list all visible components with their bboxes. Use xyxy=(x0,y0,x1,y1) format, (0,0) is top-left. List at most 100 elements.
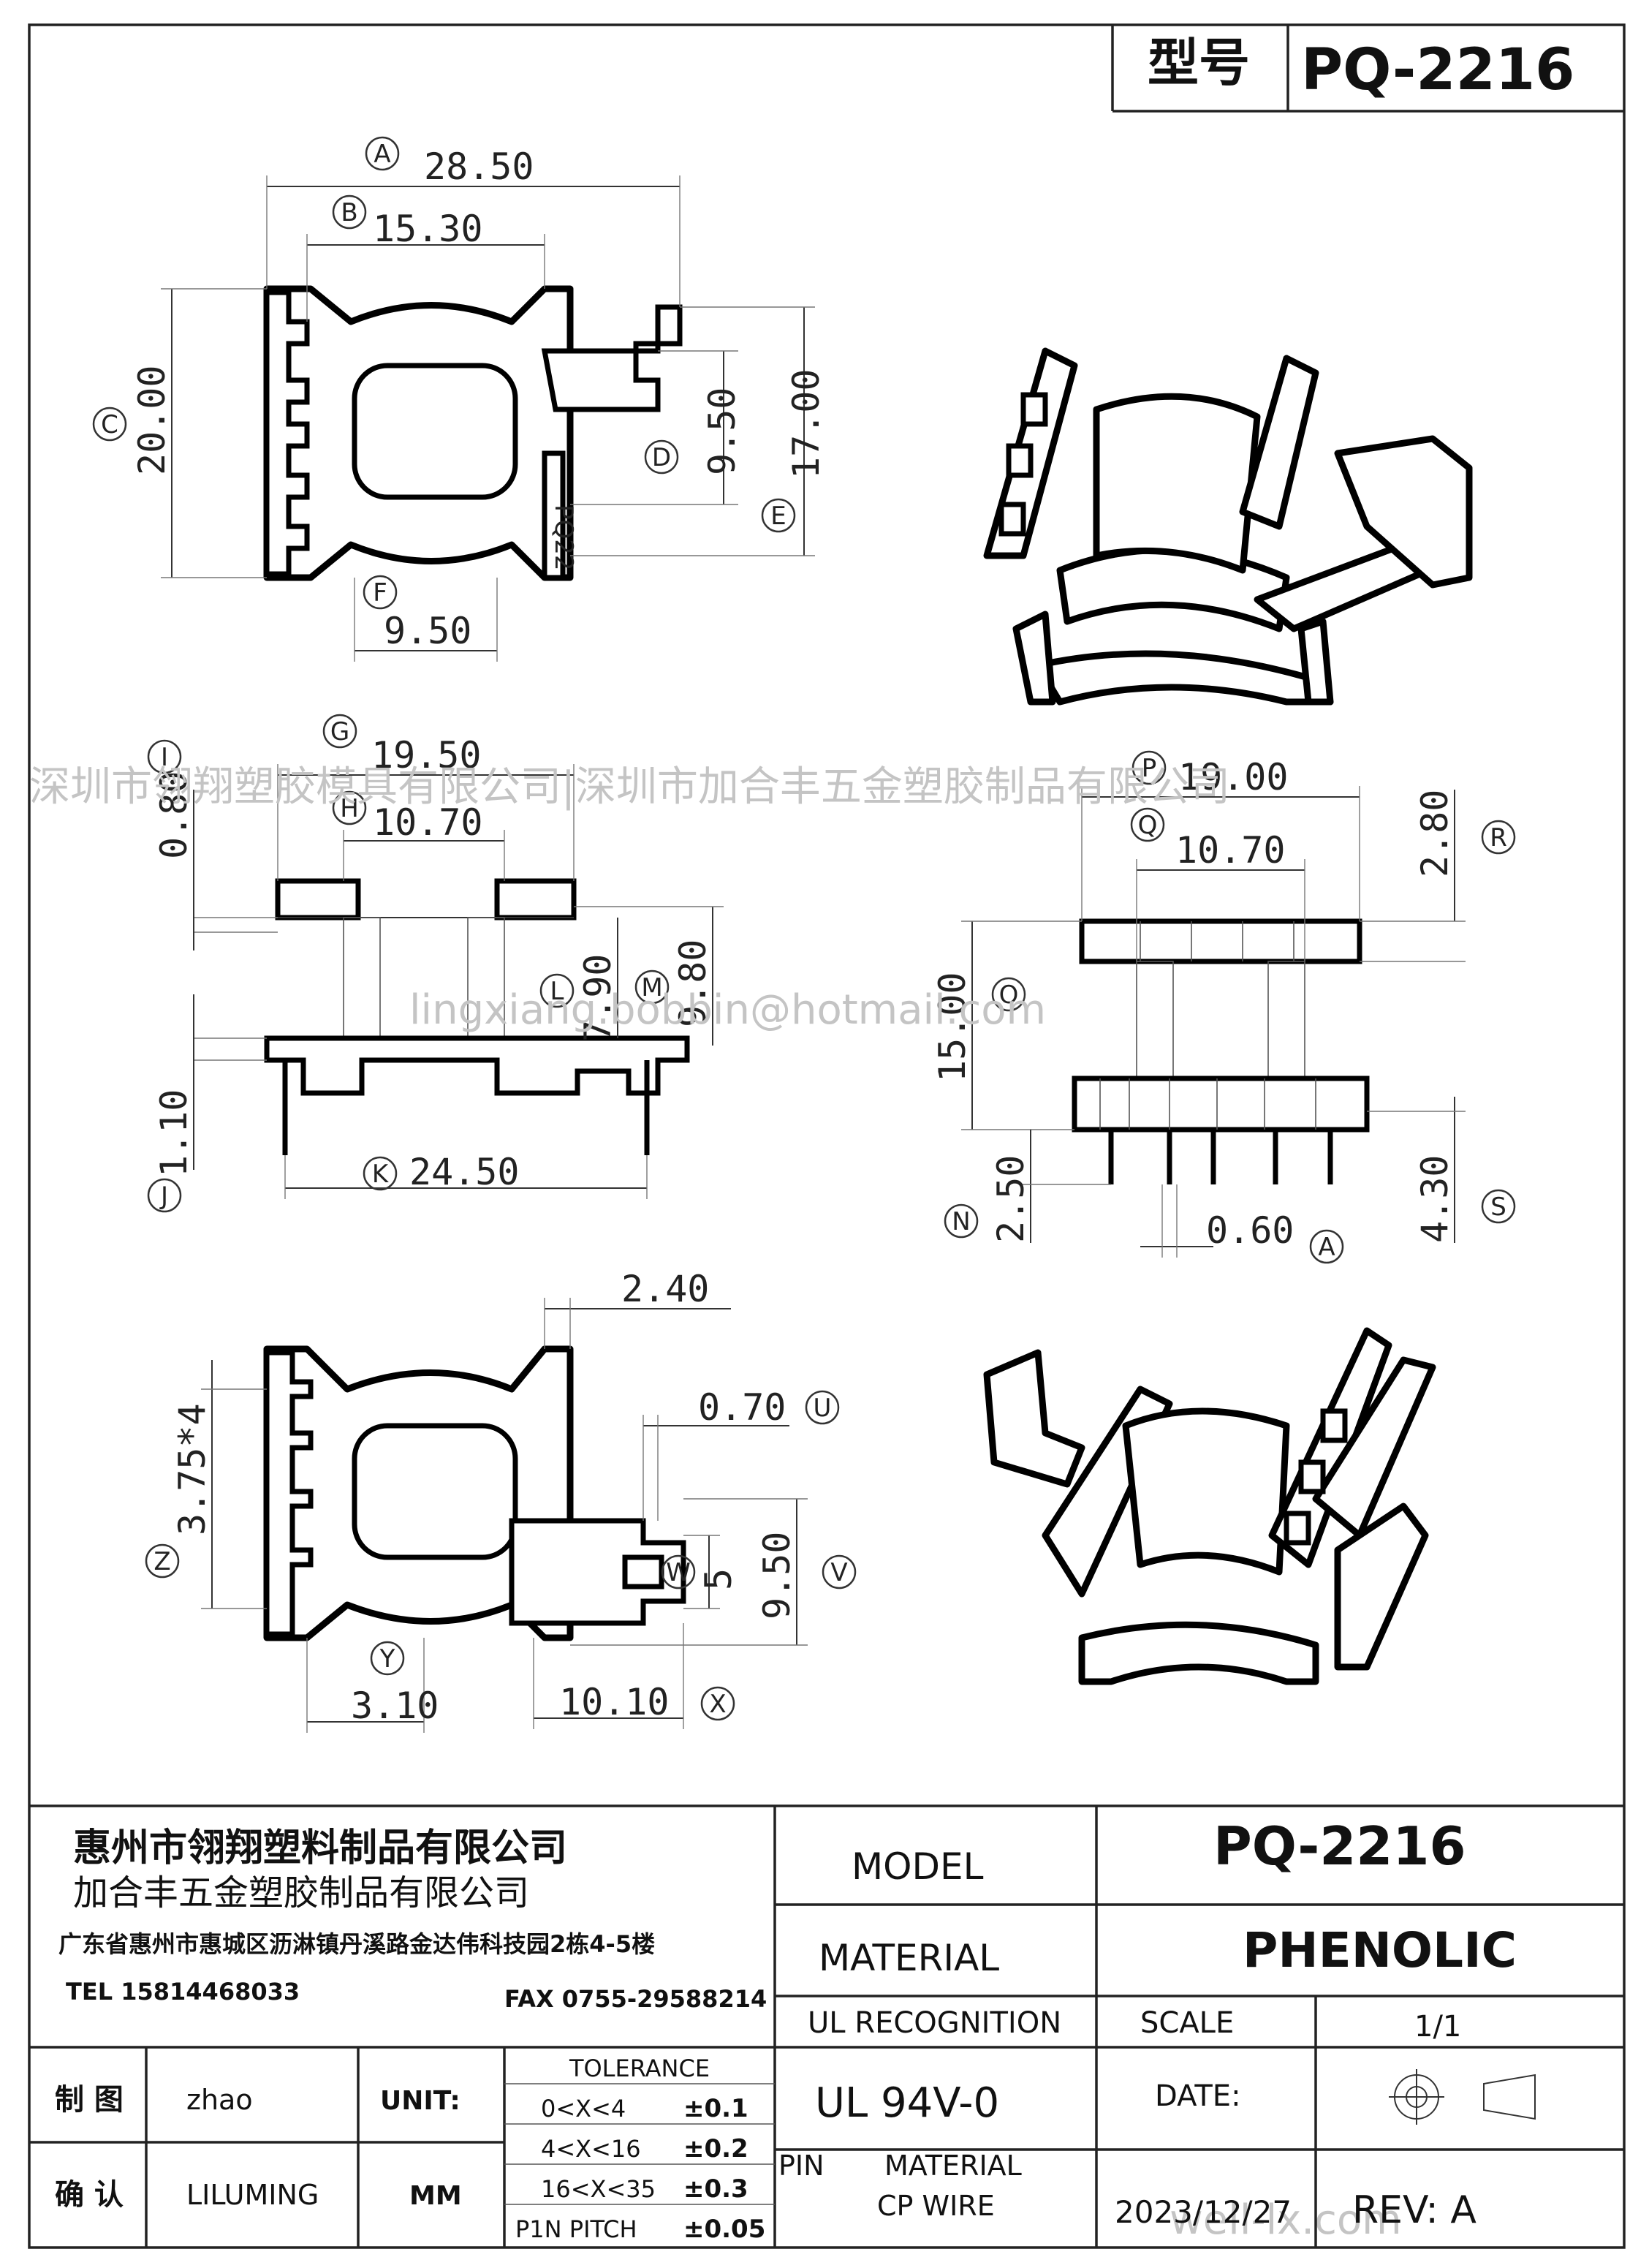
ul-value: UL 94V-0 xyxy=(815,2079,999,2127)
dim-U: 0.70 xyxy=(698,1386,786,1429)
header-model-label: 型号 xyxy=(1148,33,1250,93)
tolerance-value-3: ±0.3 xyxy=(683,2174,748,2204)
tolerance-title: TOLERANCE xyxy=(569,2055,710,2082)
tolerance-value-4: ±0.05 xyxy=(683,2215,765,2244)
unit-value: MM xyxy=(409,2181,462,2211)
svg-text:G: G xyxy=(330,717,349,746)
svg-text:U: U xyxy=(814,1394,832,1423)
svg-text:H: H xyxy=(340,794,359,823)
model-label: MODEL xyxy=(852,1845,984,1888)
svg-text:I: I xyxy=(161,743,168,772)
sheet-border xyxy=(28,23,1626,2249)
watermark-email: lingxiang.bobbin@hotmail.com xyxy=(409,986,1046,1034)
svg-text:C: C xyxy=(101,410,118,439)
dim-P: 19.00 xyxy=(1178,756,1289,798)
svg-text:S: S xyxy=(1490,1192,1506,1222)
tolerance-value-2: ±0.2 xyxy=(683,2134,748,2163)
svg-text:K: K xyxy=(372,1160,390,1189)
top-view: PQ22 A 28.50 B 15.30 C 20.00 D 9.50 E 17… xyxy=(92,136,827,662)
company-address: 广东省惠州市惠城区沥淋镇丹溪路金达伟科技园2栋4-5楼 xyxy=(58,1930,655,1958)
material-label: MATERIAL xyxy=(819,1937,999,1979)
date-value: 2023/12/27 xyxy=(1115,2194,1292,2230)
scale-value: 1/1 xyxy=(1414,2010,1461,2044)
projection-symbol xyxy=(1389,2069,1536,2125)
pin-label: PIN xyxy=(778,2150,824,2182)
dim-H: 10.70 xyxy=(373,801,483,844)
front-view: P 19.00 Q 10.70 R 2.80 O 15.00 N 2.50 S … xyxy=(931,750,1516,1264)
svg-text:Y: Y xyxy=(379,1644,395,1674)
dim-J: 1.10 xyxy=(153,1089,195,1177)
drawn-value: zhao xyxy=(186,2084,253,2116)
dim-S: 4.30 xyxy=(1414,1155,1456,1243)
dim-Y: 3.10 xyxy=(351,1685,439,1727)
header-model-value: PQ-2216 xyxy=(1301,37,1574,103)
ul-label: UL RECOGNITION xyxy=(808,2006,1061,2040)
dim-N: 2.50 xyxy=(990,1155,1032,1243)
bottom-view: 2.40 0.70 U Z 3.75*4 W 5 V 9.50 Y 3.10 xyxy=(145,1268,857,1733)
svg-text:Z: Z xyxy=(153,1547,170,1576)
tolerance-range-3: 16<X<35 xyxy=(541,2175,656,2203)
company-name-1: 惠州市翎翔塑料制品有限公司 xyxy=(73,1826,567,1870)
dim-L: 7.90 xyxy=(577,954,619,1042)
top-view-right-bracket xyxy=(541,304,683,581)
tolerance-range-2: 4<X<16 xyxy=(541,2135,641,2163)
watermark-site: well-lx.com xyxy=(1170,2196,1402,2244)
model-value: PQ-2216 xyxy=(1213,1815,1466,1877)
date-label: DATE: xyxy=(1155,2079,1241,2113)
iso-view-top xyxy=(983,347,1473,706)
pin-material-label: MATERIAL xyxy=(884,2150,1022,2182)
dim-A2: 0.60 xyxy=(1206,1209,1294,1252)
dim-V: 9.50 xyxy=(756,1532,798,1619)
dim-R: 2.80 xyxy=(1414,790,1456,877)
svg-text:R: R xyxy=(1490,823,1507,853)
tolerance-range-4: P1N PITCH xyxy=(515,2215,637,2243)
svg-text:P: P xyxy=(1142,754,1157,783)
company-name-2: 加合丰五金塑胶制品有限公司 xyxy=(73,1872,529,1913)
company-tel: TEL 15814468033 xyxy=(66,1978,300,2006)
watermark-company: 深圳市翎翔塑胶模具有限公司|深圳市加合丰五金塑胶制品有限公司 xyxy=(29,763,1230,811)
svg-text:O: O xyxy=(999,980,1019,1010)
top-view-left-comb xyxy=(264,290,310,577)
dim-Q: 10.70 xyxy=(1175,829,1286,872)
svg-text:F: F xyxy=(373,578,387,608)
dim-T: 2.40 xyxy=(621,1268,709,1310)
svg-text:J: J xyxy=(159,1182,168,1211)
checked-value: LILUMING xyxy=(186,2179,319,2211)
dim-Z: 3.75*4 xyxy=(171,1403,213,1535)
dim-K: 24.50 xyxy=(409,1151,520,1193)
tolerance-range-1: 0<X<4 xyxy=(541,2095,626,2123)
checked-label: 确 认 xyxy=(55,2178,124,2212)
svg-text:A: A xyxy=(374,140,390,169)
svg-text:Q: Q xyxy=(1138,811,1158,840)
drawn-label: 制 图 xyxy=(55,2083,124,2117)
material-value: PHENOLIC xyxy=(1243,1922,1517,1978)
dim-W: 5 xyxy=(697,1568,740,1590)
dim-I: 0.80 xyxy=(153,771,195,859)
svg-text:L: L xyxy=(550,977,564,1006)
rev-label: REV: A xyxy=(1352,2188,1476,2232)
header-model-box: 型号 PQ-2216 xyxy=(1111,25,1624,113)
scale-label: SCALE xyxy=(1140,2006,1234,2040)
svg-text:B: B xyxy=(341,198,357,227)
dim-B: 15.30 xyxy=(373,208,483,250)
dim-X: 10.10 xyxy=(559,1681,670,1723)
iso-view-bottom xyxy=(983,1327,1436,1685)
dim-D: 9.50 xyxy=(701,388,743,475)
dim-G: 19.50 xyxy=(371,734,482,776)
side-view: G 19.50 H 10.70 I 0.80 J 1.10 K 24.50 L … xyxy=(147,714,724,1213)
top-view-core-window xyxy=(352,363,518,500)
dim-C: 20.00 xyxy=(131,365,173,475)
dim-O: 15.00 xyxy=(931,972,974,1082)
svg-text:N: N xyxy=(952,1207,970,1236)
pin-material-value: CP WIRE xyxy=(877,2190,995,2222)
dim-F: 9.50 xyxy=(384,610,471,652)
unit-label: UNIT: xyxy=(380,2086,460,2116)
dim-M: 9.80 xyxy=(672,940,714,1027)
svg-text:E: E xyxy=(770,502,786,531)
dim-A: 28.50 xyxy=(424,145,534,188)
svg-text:X: X xyxy=(709,1690,726,1719)
title-block: 惠州市翎翔塑料制品有限公司 加合丰五金塑胶制品有限公司 广东省惠州市惠城区沥淋镇… xyxy=(29,1804,1624,2248)
top-view-engraving: PQ22 xyxy=(549,504,578,571)
svg-text:M: M xyxy=(641,973,662,1002)
